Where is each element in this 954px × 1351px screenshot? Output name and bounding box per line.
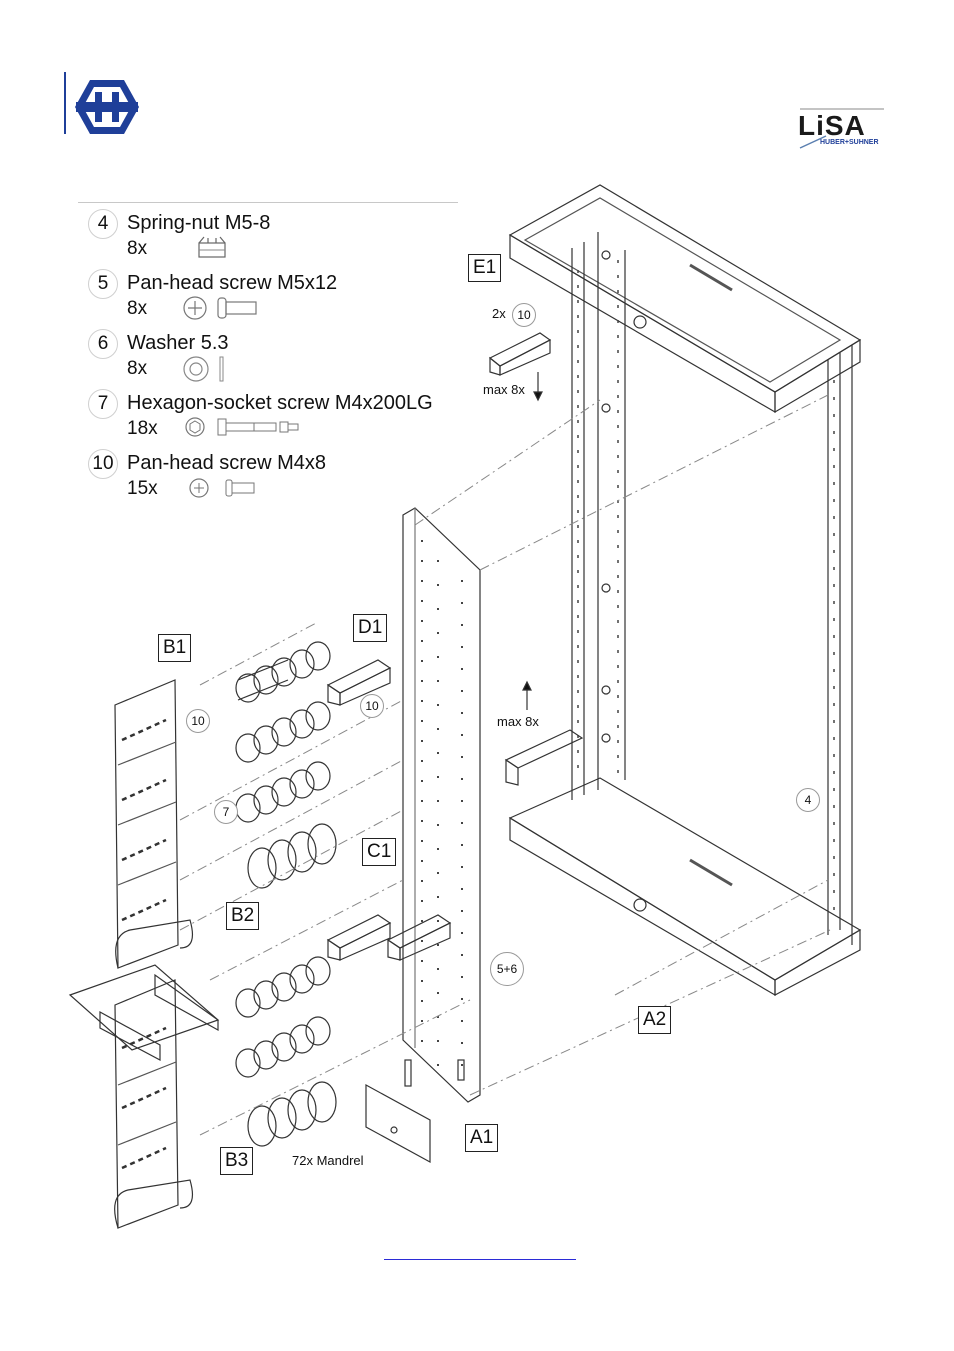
part-quantity: 8x <box>127 298 148 319</box>
spring-nut-icon <box>196 235 230 266</box>
part-name: Pan-head screw M5x12 <box>127 272 338 294</box>
washer-icon <box>182 355 232 388</box>
callout-part-7: 7 <box>214 800 238 824</box>
huber-suhner-logo-icon <box>74 78 140 136</box>
part-quantity: 18x <box>127 418 158 439</box>
part-name: Hexagon-socket screw M4x200LG <box>127 392 433 414</box>
hex-socket-screw-icon <box>184 415 304 444</box>
part-number: 7 <box>88 389 118 419</box>
callout-part-10-d1: 10 <box>360 694 384 718</box>
label-a2: A2 <box>638 1006 672 1034</box>
callout-part-5-6: 5+6 <box>490 952 524 986</box>
lisa-logo-word: LiSA <box>798 110 866 141</box>
label-b3: B3 <box>220 1147 254 1175</box>
label-b1: B1 <box>158 634 192 662</box>
callout-part-4: 4 <box>796 788 820 812</box>
label-b2: B2 <box>226 902 260 930</box>
part-row-5: 5 Pan-head screw M5x12 8x <box>84 265 464 323</box>
part-row-7: 7 Hexagon-socket screw M4x200LG 18x <box>84 385 464 443</box>
part-number: 4 <box>88 209 118 239</box>
part-row-6: 6 Washer 5.3 8x <box>84 325 464 383</box>
callout-part-10-top: 10 <box>512 303 536 327</box>
part-name: Spring-nut M5-8 <box>127 212 271 234</box>
label-d1: D1 <box>353 614 388 642</box>
label-a1: A1 <box>465 1124 499 1152</box>
callout-max-mid: max 8x <box>497 714 539 729</box>
part-number: 10 <box>88 449 118 479</box>
part-number: 5 <box>88 269 118 299</box>
header-divider <box>64 72 66 134</box>
part-name: Pan-head screw M4x8 <box>127 452 326 474</box>
small-pan-head-screw-icon <box>188 475 268 504</box>
pan-head-screw-icon <box>182 295 262 326</box>
part-row-4: 4 Spring-nut M5-8 8x <box>84 205 464 263</box>
callout-two-x: 2x <box>492 306 506 321</box>
callout-max-top: max 8x <box>483 382 525 397</box>
callout-part-10-b1: 10 <box>186 709 210 733</box>
part-quantity: 8x <box>127 238 148 259</box>
parts-list-divider <box>78 202 458 203</box>
callout-mandrel-count: 72x Mandrel <box>292 1153 364 1168</box>
lisa-logo-subtitle: HUBER+SUHNER <box>820 139 879 146</box>
part-number: 6 <box>88 329 118 359</box>
part-name: Washer 5.3 <box>127 332 229 354</box>
lisa-logo: LiSA HUBER+SUHNER <box>796 106 886 150</box>
label-c1: C1 <box>362 838 397 866</box>
footer-link[interactable] <box>384 1258 576 1260</box>
part-row-10: 10 Pan-head screw M4x8 15x <box>84 445 464 503</box>
label-e1: E1 <box>468 254 502 282</box>
part-quantity: 8x <box>127 358 148 379</box>
part-quantity: 15x <box>127 478 158 499</box>
